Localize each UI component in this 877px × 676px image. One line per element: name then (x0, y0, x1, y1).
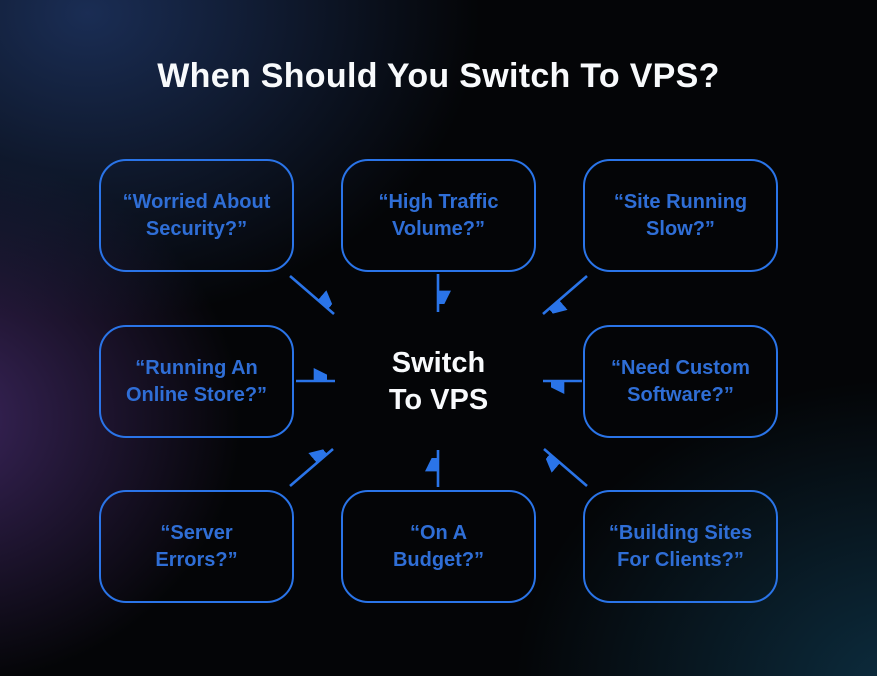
box-line: Errors?” (155, 548, 238, 571)
box-line: Budget?” (392, 548, 485, 571)
box-line: Security?” (145, 217, 248, 240)
arrow-top-left-to-center-icon (289, 275, 334, 315)
box-worried-about-security: “Worried About Security?” (99, 159, 294, 272)
box-line: For Clients?” (617, 548, 744, 571)
box-site-running-slow: “Site Running Slow?” (583, 159, 778, 272)
box-line: “Building Sites (608, 521, 753, 544)
arrow-bottom-right-to-center-icon (544, 448, 588, 487)
box-line: “High Traffic (378, 190, 499, 213)
box-line: “Running An (135, 356, 258, 379)
box-line: “Server (160, 521, 233, 544)
box-server-errors: “Server Errors?” (99, 490, 294, 603)
box-line: “On A (409, 521, 468, 544)
box-line: Volume?” (392, 217, 485, 240)
center-label-switch-to-vps: Switch To VPS (341, 325, 536, 438)
box-line: “Site Running (613, 190, 748, 213)
box-running-an-online-store: “Running An Online Store?” (99, 325, 294, 438)
box-line: “Worried About (122, 190, 271, 213)
center-line: Switch (391, 346, 486, 379)
box-line: Online Store?” (125, 383, 268, 406)
box-building-sites-for-clients: “Building Sites For Clients?” (583, 490, 778, 603)
box-need-custom-software: “Need Custom Software?” (583, 325, 778, 438)
arrow-bottom-left-to-center-icon (289, 449, 334, 487)
box-line: Slow?” (646, 217, 715, 240)
box-line: “Need Custom (611, 356, 750, 379)
page-title: When Should You Switch To VPS? (157, 57, 720, 95)
box-high-traffic-volume: “High Traffic Volume?” (341, 159, 536, 272)
arrow-top-right-to-center-icon (542, 275, 588, 314)
center-line: To VPS (388, 383, 489, 416)
box-on-a-budget: “On A Budget?” (341, 490, 536, 603)
box-line: Software?” (627, 383, 734, 406)
